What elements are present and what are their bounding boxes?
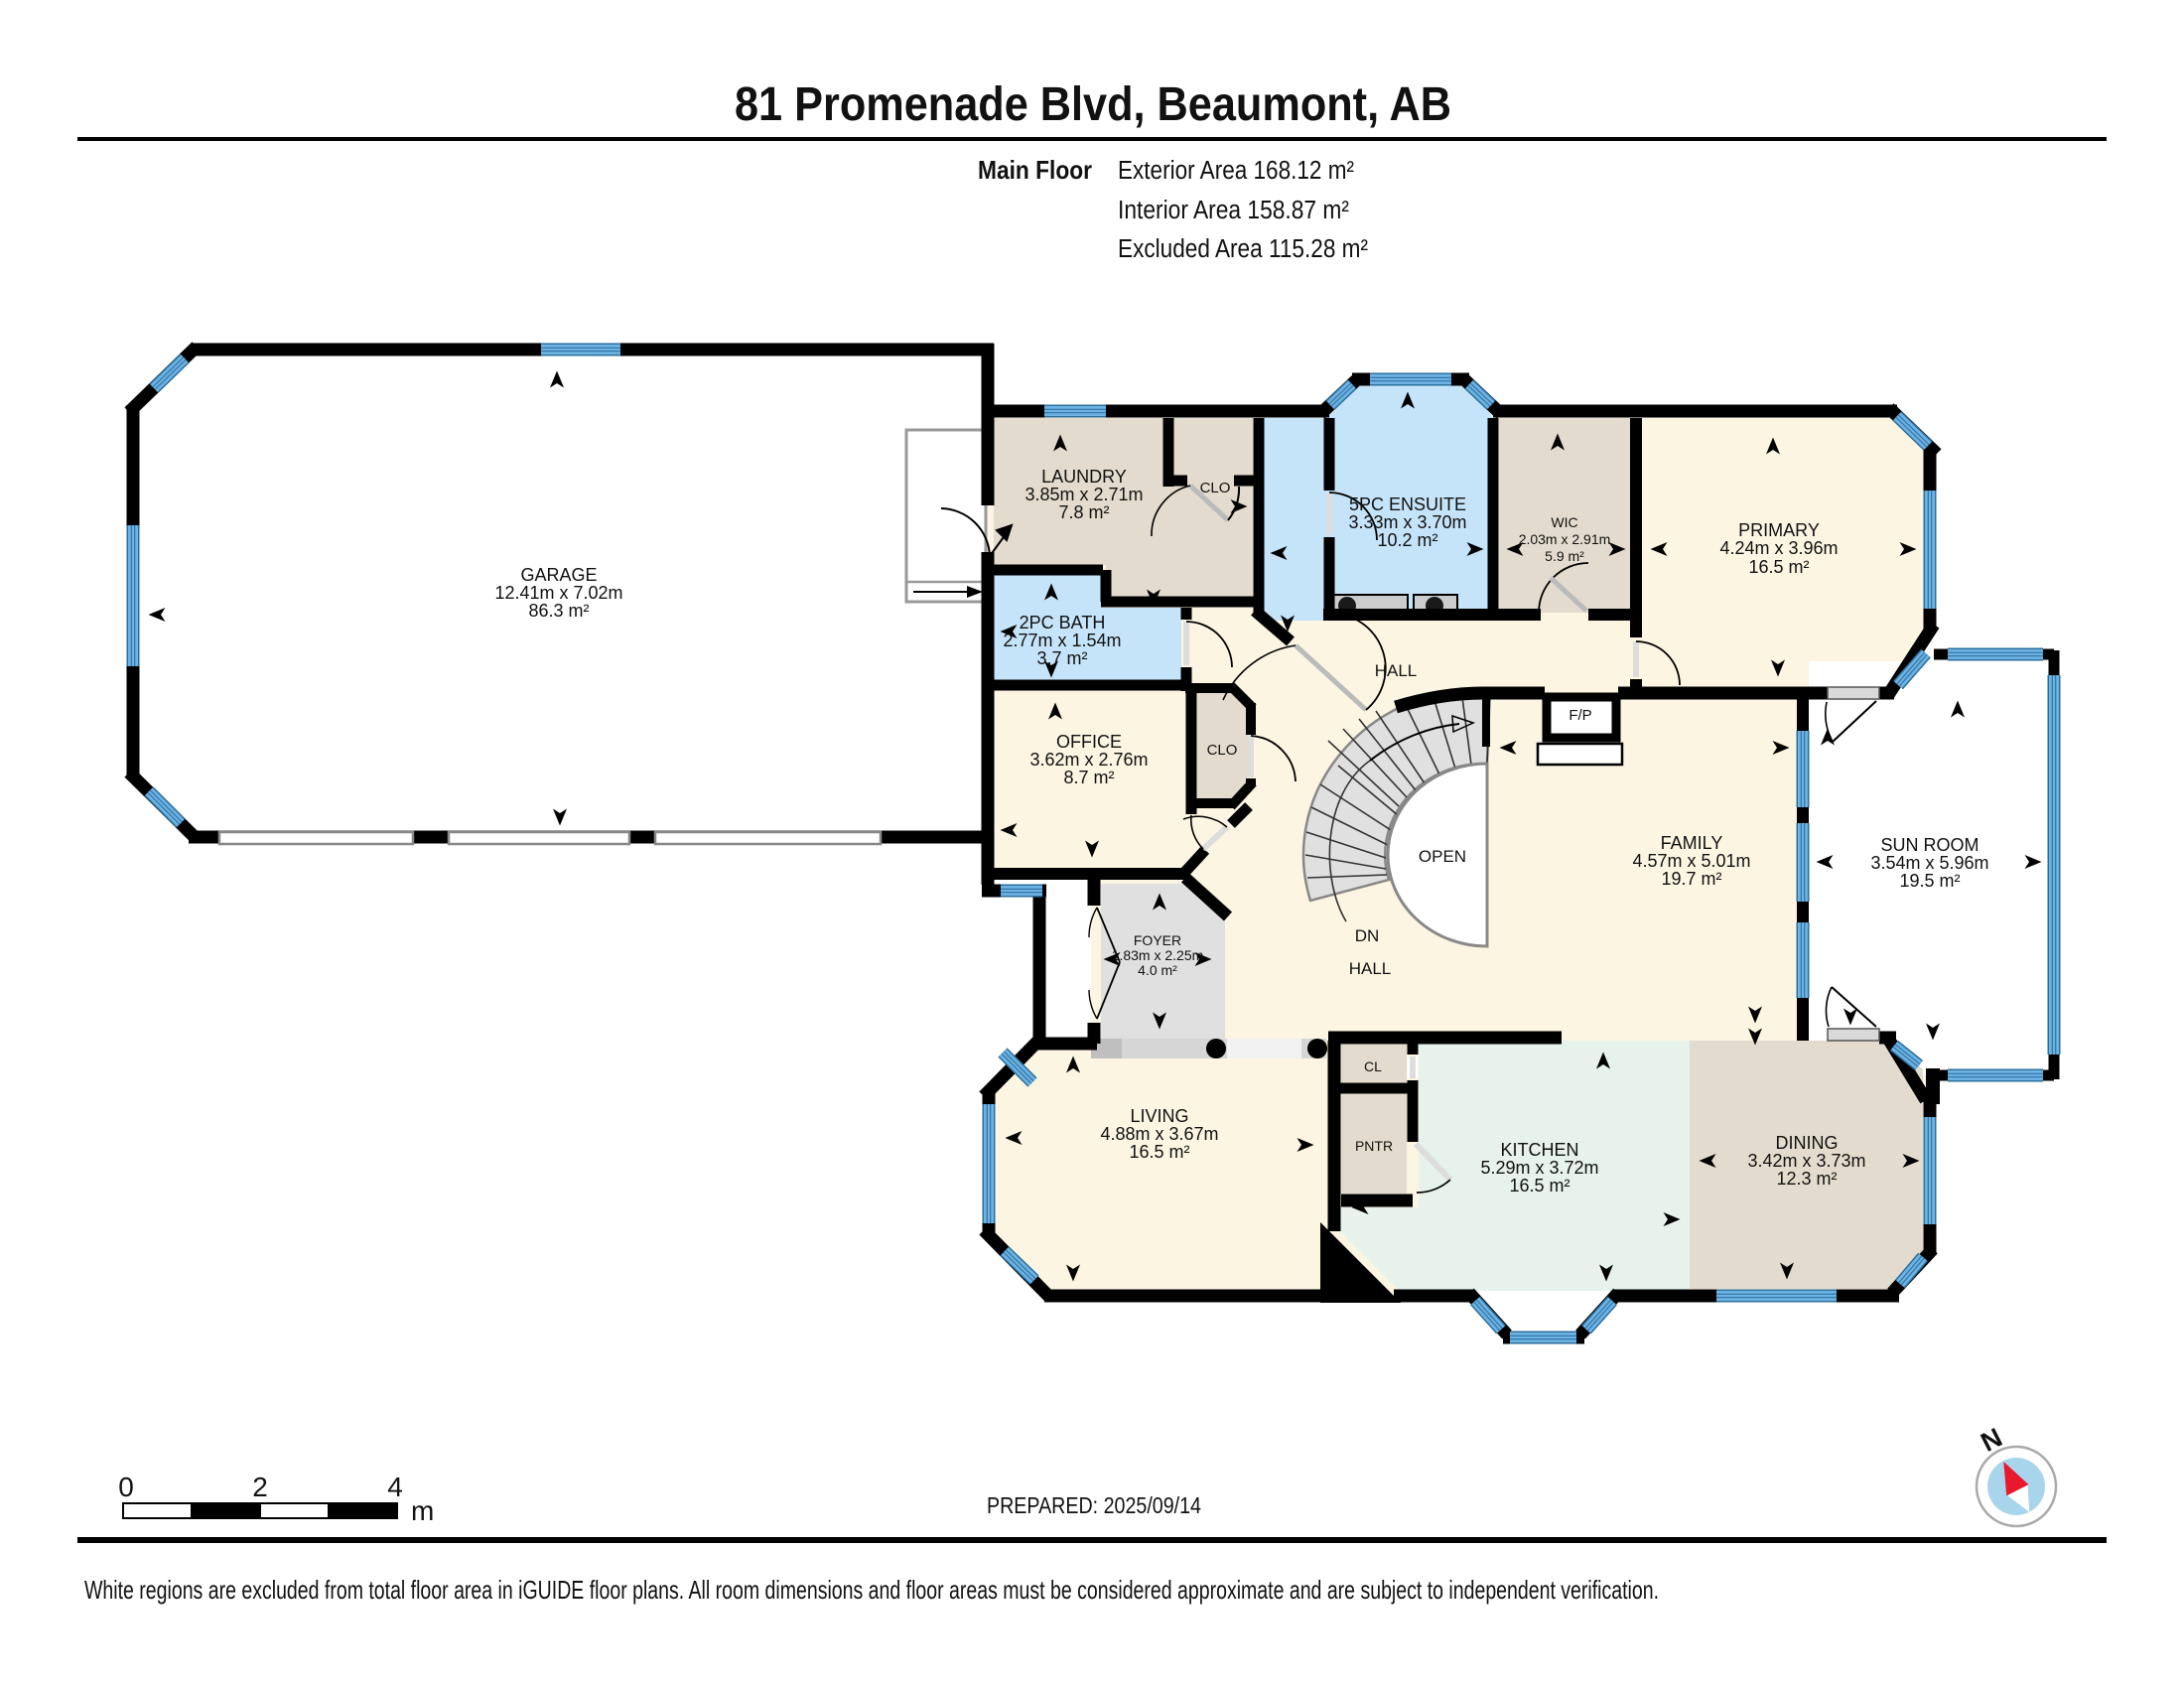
svg-text:Main Floor: Main Floor xyxy=(978,155,1092,185)
svg-text:CL: CL xyxy=(1364,1058,1382,1074)
svg-text:1.83m x 2.25m: 1.83m x 2.25m xyxy=(1112,947,1204,963)
svg-text:3.62m x 2.76m: 3.62m x 2.76m xyxy=(1029,750,1148,770)
svg-text:2PC BATH: 2PC BATH xyxy=(1020,613,1106,633)
svg-text:12.41m x 7.02m: 12.41m x 7.02m xyxy=(494,583,622,603)
svg-text:86.3 m²: 86.3 m² xyxy=(528,601,589,621)
svg-text:2: 2 xyxy=(252,1472,268,1502)
svg-text:SUN ROOM: SUN ROOM xyxy=(1881,835,1979,855)
svg-text:KITCHEN: KITCHEN xyxy=(1500,1140,1578,1160)
svg-text:0: 0 xyxy=(118,1472,134,1502)
svg-text:FOYER: FOYER xyxy=(1134,932,1181,948)
svg-text:PNTR: PNTR xyxy=(1355,1138,1393,1154)
svg-text:OFFICE: OFFICE xyxy=(1056,732,1122,752)
svg-text:12.3 m²: 12.3 m² xyxy=(1776,1169,1837,1189)
svg-text:m: m xyxy=(411,1495,434,1526)
svg-text:WIC: WIC xyxy=(1551,514,1577,530)
svg-text:LAUNDRY: LAUNDRY xyxy=(1041,467,1127,487)
svg-text:5.9 m²: 5.9 m² xyxy=(1545,548,1584,564)
svg-text:CLO: CLO xyxy=(1207,742,1238,759)
svg-text:5PC ENSUITE: 5PC ENSUITE xyxy=(1349,494,1466,514)
svg-text:CLO: CLO xyxy=(1200,480,1231,496)
svg-text:LIVING: LIVING xyxy=(1130,1106,1188,1126)
svg-text:16.5 m²: 16.5 m² xyxy=(1748,557,1809,577)
svg-text:16.5 m²: 16.5 m² xyxy=(1509,1176,1570,1196)
svg-text:FAMILY: FAMILY xyxy=(1661,833,1723,853)
svg-text:4.24m x 3.96m: 4.24m x 3.96m xyxy=(1719,538,1838,558)
svg-text:10.2 m²: 10.2 m² xyxy=(1377,530,1437,550)
svg-text:Exterior Area 168.12 m²: Exterior Area 168.12 m² xyxy=(1118,157,1354,185)
svg-text:2.77m x 1.54m: 2.77m x 1.54m xyxy=(1003,631,1121,650)
svg-text:HALL: HALL xyxy=(1349,959,1392,978)
svg-text:7.8 m²: 7.8 m² xyxy=(1058,502,1109,522)
svg-text:3.33m x 3.70m: 3.33m x 3.70m xyxy=(1348,512,1466,532)
svg-text:Interior Area 158.87 m²: Interior Area 158.87 m² xyxy=(1118,197,1349,224)
svg-text:3.85m x 2.71m: 3.85m x 2.71m xyxy=(1024,485,1143,504)
svg-text:16.5 m²: 16.5 m² xyxy=(1129,1142,1189,1162)
svg-text:PREPARED: 2025/09/14: PREPARED: 2025/09/14 xyxy=(987,1492,1201,1518)
svg-text:GARAGE: GARAGE xyxy=(520,565,597,585)
svg-text:DN: DN xyxy=(1355,926,1380,945)
svg-text:8.7 m²: 8.7 m² xyxy=(1063,768,1114,787)
svg-text:4: 4 xyxy=(387,1472,403,1502)
svg-text:White regions are excluded fro: White regions are excluded from total fl… xyxy=(84,1575,1659,1605)
svg-text:PRIMARY: PRIMARY xyxy=(1738,520,1820,540)
svg-text:3.7 m²: 3.7 m² xyxy=(1036,648,1087,668)
svg-text:HALL: HALL xyxy=(1375,661,1418,680)
svg-text:Excluded Area 115.28 m²: Excluded Area 115.28 m² xyxy=(1118,235,1368,263)
svg-text:2.03m x 2.91m: 2.03m x 2.91m xyxy=(1519,531,1611,547)
svg-text:4.88m x 3.67m: 4.88m x 3.67m xyxy=(1100,1124,1218,1144)
svg-text:F/P: F/P xyxy=(1569,707,1591,724)
svg-text:4.0 m²: 4.0 m² xyxy=(1138,962,1177,978)
svg-text:19.7 m²: 19.7 m² xyxy=(1661,869,1721,889)
svg-text:DINING: DINING xyxy=(1776,1133,1839,1153)
svg-text:4.57m x 5.01m: 4.57m x 5.01m xyxy=(1632,851,1750,871)
svg-text:3.54m x 5.96m: 3.54m x 5.96m xyxy=(1870,853,1988,873)
svg-text:OPEN: OPEN xyxy=(1419,847,1466,866)
svg-text:19.5 m²: 19.5 m² xyxy=(1899,871,1960,891)
svg-text:5.29m x 3.72m: 5.29m x 3.72m xyxy=(1480,1158,1598,1178)
svg-text:3.42m x 3.73m: 3.42m x 3.73m xyxy=(1747,1151,1865,1171)
svg-text:81 Promenade Blvd, Beaumont, A: 81 Promenade Blvd, Beaumont, AB xyxy=(735,78,1451,131)
